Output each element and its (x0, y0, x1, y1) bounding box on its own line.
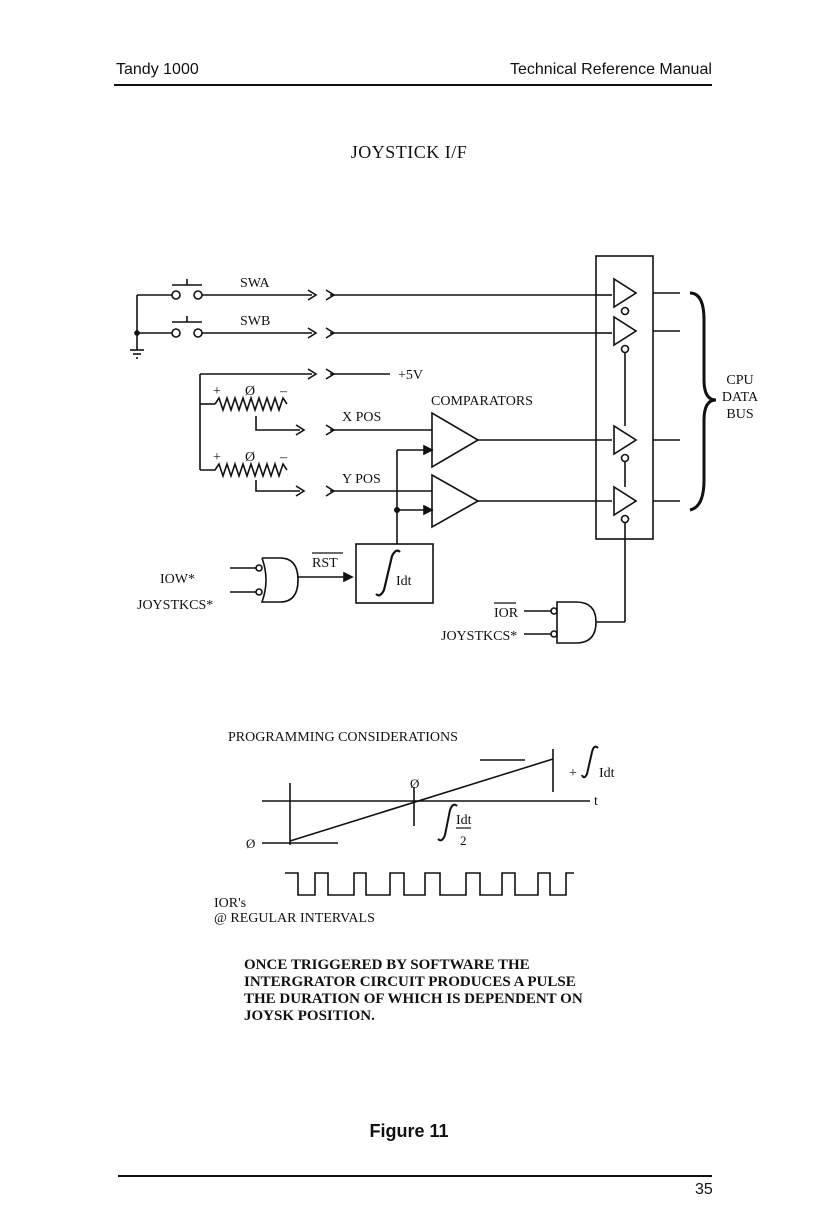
y-comparator (325, 450, 612, 544)
footer-rule (118, 1175, 712, 1177)
ramp-plus: + (569, 766, 577, 781)
ramp-graph (262, 745, 599, 845)
pot2-zero: Ø (245, 450, 255, 465)
switch-swa (137, 279, 596, 301)
ramp-idt-half-num: Idt (456, 813, 472, 828)
header-left: Tandy 1000 (116, 61, 199, 78)
label-data: DATA (722, 390, 759, 405)
or-gate-rst (230, 557, 354, 603)
page-number: 35 (695, 1181, 713, 1198)
programming-heading: PROGRAMMING CONSIDERATIONS (228, 730, 458, 745)
label-rst: RST (312, 556, 338, 571)
note-line: JOYSK POSITION. (244, 1008, 375, 1024)
label-ior: IOR (494, 606, 519, 621)
label-iow: IOW* (160, 572, 195, 587)
note-line: THE DURATION OF WHICH IS DEPENDENT ON (244, 991, 583, 1007)
diagram-title: JOYSTICK I/F (350, 142, 468, 162)
integrator-idt: Idt (396, 574, 412, 589)
label-plus5v: +5V (398, 368, 423, 383)
label-joystkcs2: JOYSTKCS* (441, 629, 517, 644)
label-swb: SWB (240, 314, 270, 329)
buffer-box (595, 255, 680, 620)
ramp-idt-half-den: 2 (460, 833, 467, 848)
explanation-note: ONCE TRIGGERED BY SOFTWARE THE INTERGRAT… (244, 957, 583, 1025)
and-gate-ior (524, 601, 626, 644)
pot2-minus: – (279, 450, 288, 465)
ramp-idt: Idt (599, 766, 615, 781)
note-line: ONCE TRIGGERED BY SOFTWARE THE (244, 957, 530, 973)
pot1-plus: + (213, 384, 221, 399)
x-comparator (325, 411, 612, 469)
header-right: Technical Reference Manual (510, 61, 712, 78)
label-ypos: Y POS (342, 472, 381, 487)
note-line: INTERGRATOR CIRCUIT PRODUCES A PULSE (244, 974, 576, 990)
pot1-zero: Ø (245, 384, 255, 399)
label-swa: SWA (240, 276, 270, 291)
label-comparators: COMPARATORS (431, 394, 533, 409)
switch-swb (130, 295, 596, 359)
integrator (355, 543, 434, 604)
header-rule (114, 84, 712, 86)
pot2-plus: + (213, 450, 221, 465)
label-joystkcs: JOYSTKCS* (137, 598, 213, 613)
label-iors: IOR's (214, 896, 246, 911)
label-cpu: CPU (726, 373, 753, 388)
ior-pulse-train (285, 872, 574, 896)
label-bus: BUS (726, 407, 753, 422)
joystick-schematic: SWA SWB +5V + Ø – + Ø – (130, 255, 759, 926)
ramp-t: t (594, 794, 598, 809)
ramp-zero-mid: Ø (410, 776, 419, 791)
potentiometers (199, 368, 390, 497)
ramp-zero-left: Ø (246, 836, 255, 851)
pot1-minus: – (279, 384, 288, 399)
figure-caption: Figure 11 (369, 1121, 449, 1141)
label-regular: @ REGULAR INTERVALS (214, 911, 375, 926)
label-xpos: X POS (342, 410, 381, 425)
cpu-bus-brace (689, 291, 717, 512)
